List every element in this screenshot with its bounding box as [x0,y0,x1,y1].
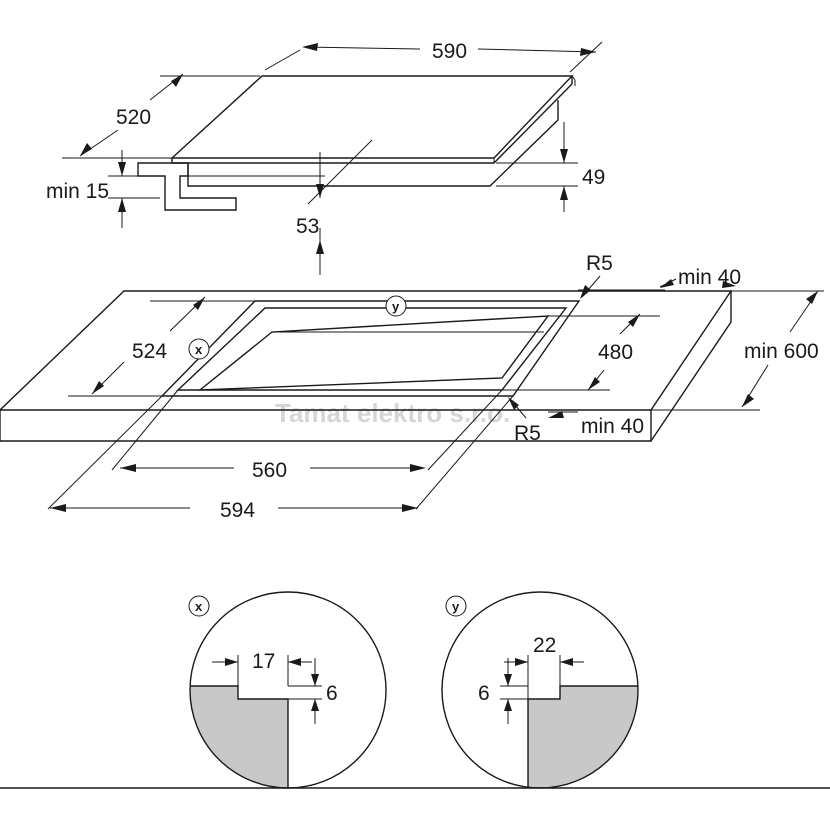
dim-min40-top: min 40 [578,266,741,291]
label-height-49: 49 [582,166,605,189]
label-min-15: min 15 [46,180,109,203]
dim-min600: min 600 [651,290,824,411]
label-depth-53: 53 [296,215,319,238]
dim-min40-bottom: min 40 [548,411,644,438]
label-560: 560 [252,459,287,482]
worktop-front-face [0,410,652,442]
marker-x: x [188,338,210,360]
label-r5-bottom: R5 [514,422,541,445]
watermark: Tamat elektro s.r.o. [275,398,510,428]
label-min-40-top: min 40 [678,266,741,289]
label-524: 524 [132,340,167,363]
dim-524: 524 [68,296,255,397]
label-480: 480 [598,341,633,364]
detail-y: y 22 6 [441,591,639,789]
dim-49: 49 [496,122,605,212]
label-depth-520: 520 [116,106,151,129]
detail-x-label-17: 17 [252,650,275,673]
dim-480: 480 [502,313,660,391]
label-min-600: min 600 [744,340,819,363]
label-594: 594 [220,499,255,522]
dim-590: 590 [264,40,603,73]
detail-x-marker-label: x [195,599,203,614]
worktop-right-face [650,291,732,442]
label-width-590: 590 [432,40,467,63]
cutout-outer [160,300,581,397]
detail-y-label-22: 22 [533,634,556,657]
detail-y-marker-label: y [452,599,460,614]
cutout-ledge [176,307,568,391]
detail-x: x 17 6 [188,591,387,789]
dim-560: 560 [111,389,503,482]
detail-x-label-6: 6 [326,682,338,705]
hob-glass-edge [171,76,573,164]
detail-x-worktop-section [190,685,289,788]
label-r5-top: R5 [586,252,613,275]
marker-y: y [385,295,407,317]
dim-r5-top: R5 [580,252,613,299]
dim-r5-bottom: R5 [508,397,541,445]
detail-y-label-6: 6 [478,682,490,705]
dim-53: 53 [296,139,373,275]
cutout-inner [197,315,550,391]
label-min-40-bottom: min 40 [581,415,644,438]
dim-520: 520 [62,73,260,159]
hob-drawing [137,75,576,211]
marker-y-label: y [392,299,400,314]
marker-x-label: x [195,342,203,357]
hob-body [187,100,559,187]
dim-min15: min 15 [46,150,160,228]
dim-594: 594 [47,395,514,522]
